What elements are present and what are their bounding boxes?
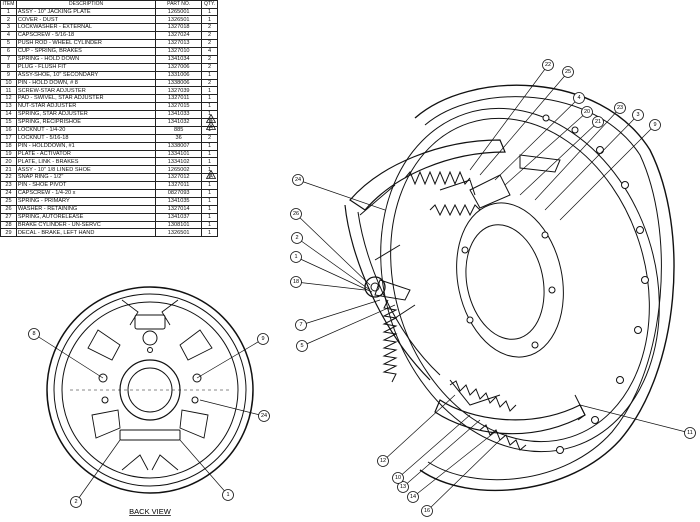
star-adjuster-and-links <box>364 154 586 421</box>
leader-line <box>504 111 588 186</box>
leader-line <box>397 414 471 479</box>
leader-line <box>179 439 229 496</box>
revision-triangle-icon: A <box>205 120 217 132</box>
callout-label: 24 <box>261 413 267 419</box>
callout-label: 8 <box>32 331 35 337</box>
item-description: DECAL - BRAKE, LEFT HAND <box>15 228 157 238</box>
callout-balloon <box>407 491 419 503</box>
callout-label: 2 <box>74 499 77 505</box>
callout-label: 23 <box>617 105 623 111</box>
callout-label: 4 <box>577 95 580 101</box>
callout-balloon <box>291 232 303 244</box>
callout-label: 24 <box>295 177 301 183</box>
callout-balloon <box>421 505 433 517</box>
callout-balloon <box>290 251 302 263</box>
callout-balloon <box>581 106 593 118</box>
callout-balloon <box>290 208 302 220</box>
callout-label: 2 <box>295 235 298 241</box>
callout-label: 9 <box>261 336 264 342</box>
leader-line <box>301 304 396 347</box>
callout-label: 13 <box>400 484 406 490</box>
callout-label: 22 <box>545 62 551 68</box>
callout-balloon <box>222 489 234 501</box>
callout-balloon <box>614 102 626 114</box>
callout-balloon <box>292 174 304 186</box>
svg-text:A: A <box>209 117 213 122</box>
leader-line <box>300 299 381 326</box>
revision-triangle-icon: A <box>205 169 217 181</box>
callout-label: 16 <box>424 508 430 514</box>
callout-balloon <box>592 116 604 128</box>
leader-line <box>33 333 104 379</box>
callout-label: 11 <box>687 430 693 436</box>
callout-balloon <box>397 481 409 493</box>
callout-balloon <box>296 340 308 352</box>
leader-line <box>297 179 386 211</box>
leader-line <box>296 237 371 291</box>
leader-line <box>295 281 366 291</box>
leader-line <box>412 431 496 498</box>
leader-line <box>382 394 456 462</box>
leader-line <box>199 399 265 417</box>
revision-triangle-icon: A <box>205 113 217 125</box>
callout-balloon <box>257 333 269 345</box>
leader-line <box>544 114 639 211</box>
table-header-row: ITEM DESCRIPTION PART NO. QTY. <box>0 0 218 9</box>
callout-label: 14 <box>410 494 416 500</box>
leader-line <box>519 121 599 196</box>
leader-line <box>75 439 121 503</box>
callout-label: 3 <box>636 112 639 118</box>
callout-label: 7 <box>299 322 302 328</box>
callout-balloon <box>649 119 661 131</box>
callout-balloon <box>632 109 644 121</box>
leader-line <box>579 404 691 434</box>
leader-line <box>479 71 569 176</box>
leader-line <box>295 213 371 286</box>
leader-line <box>559 124 656 221</box>
callout-balloon <box>70 496 82 508</box>
drum-backing-plate <box>380 84 675 492</box>
svg-text:A: A <box>209 174 213 179</box>
callout-label: 18 <box>293 279 299 285</box>
springs <box>382 170 527 451</box>
callout-balloon <box>258 410 270 422</box>
callout-balloon <box>684 427 696 439</box>
callout-label: 25 <box>565 69 571 75</box>
callout-label: 1 <box>226 492 229 498</box>
leader-line <box>402 419 481 488</box>
leader-line <box>469 64 549 171</box>
back-view-caption: BACK VIEW <box>129 507 172 516</box>
callout-balloon <box>295 319 307 331</box>
callout-label: 9 <box>653 122 656 128</box>
callout-label: 26 <box>293 211 299 217</box>
callout-balloon <box>28 328 40 340</box>
leader-line <box>494 97 580 181</box>
callout-balloon <box>392 472 404 484</box>
callout-label: 10 <box>395 475 401 481</box>
callout-balloon <box>562 66 574 78</box>
callout-label: 21 <box>595 119 601 125</box>
callout-balloon <box>290 276 302 288</box>
callout-label: 5 <box>300 343 303 349</box>
callout-label: 1 <box>294 254 297 260</box>
callout-label: 12 <box>380 458 386 464</box>
leader-line <box>426 439 501 512</box>
leader-line <box>534 107 621 201</box>
back-view <box>46 286 254 494</box>
leader-line <box>295 256 373 293</box>
callout-balloon <box>377 455 389 467</box>
item-qty: 1 <box>201 228 218 238</box>
svg-text:A: A <box>209 124 213 129</box>
callout-balloon <box>542 59 554 71</box>
callout-balloon <box>573 92 585 104</box>
leader-line <box>196 338 264 379</box>
callout-label: 20 <box>584 109 590 115</box>
